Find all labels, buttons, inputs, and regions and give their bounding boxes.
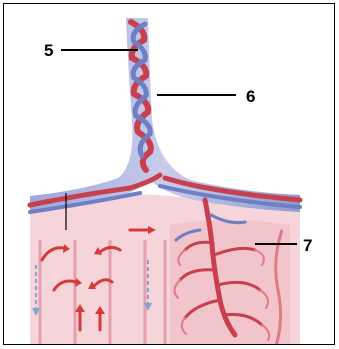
- label-5: 5: [44, 41, 53, 60]
- label-6: 6: [246, 87, 255, 106]
- vascular-stalk: [30, 18, 300, 212]
- label-7: 7: [303, 236, 312, 255]
